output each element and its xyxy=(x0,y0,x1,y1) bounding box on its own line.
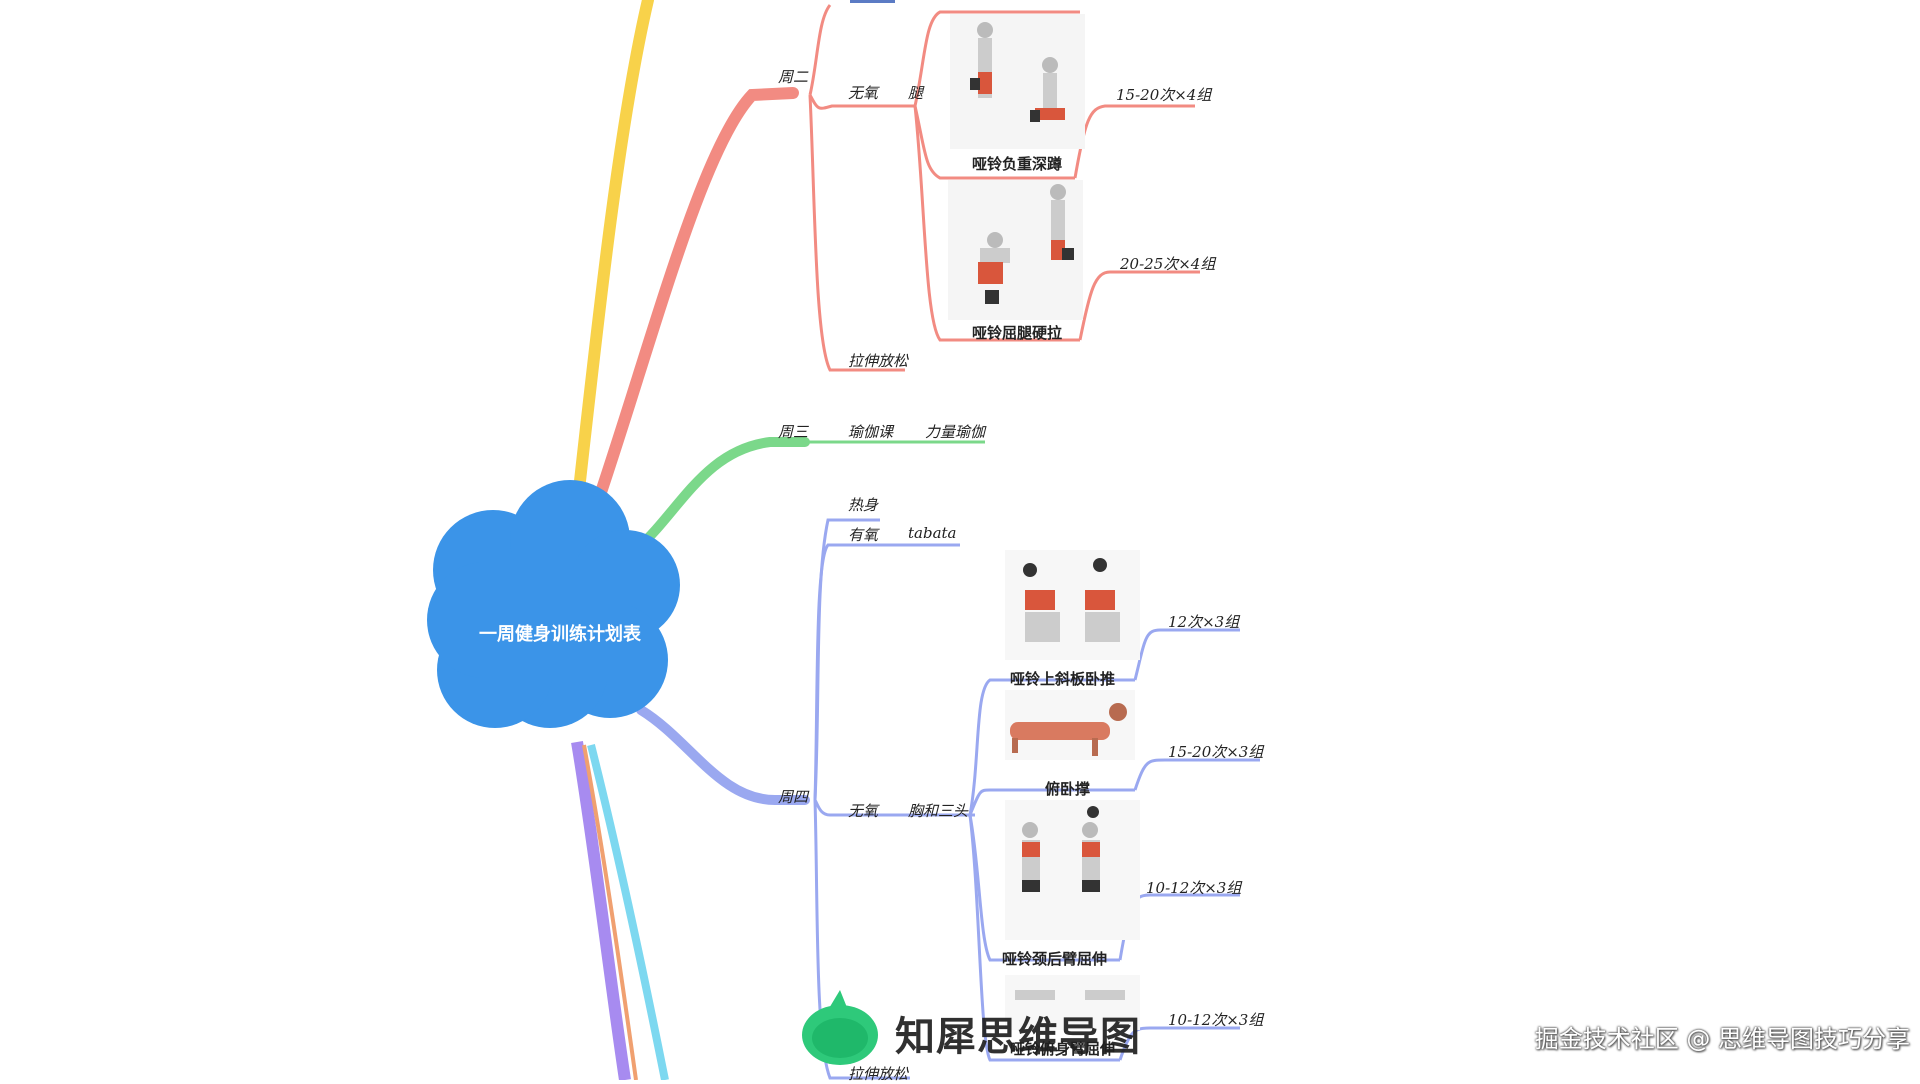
thu-ex4-reps[interactable]: 10-12次×3组 xyxy=(1168,1011,1264,1029)
thu-ex1-reps[interactable]: 12次×3组 xyxy=(1168,613,1240,631)
branch-thu[interactable] xyxy=(636,705,810,805)
branch-orange xyxy=(582,744,638,1080)
pushup-illustration xyxy=(1005,690,1135,760)
branch-yellow xyxy=(571,0,654,514)
branch-purple xyxy=(571,741,631,1080)
center-cloud[interactable] xyxy=(427,480,680,728)
branch-cyan xyxy=(587,744,669,1080)
thu-ex2-reps[interactable]: 15-20次×3组 xyxy=(1168,743,1264,761)
day-thursday[interactable]: 周四 xyxy=(778,788,809,806)
rhino-logo-icon xyxy=(802,990,878,1065)
watermark-brand: 知犀思维导图 xyxy=(895,1014,1141,1060)
squat-illustration xyxy=(950,14,1085,149)
thu-ex3-name[interactable]: 哑铃颈后臂屈伸 xyxy=(1002,950,1108,968)
day-wednesday[interactable]: 周三 xyxy=(778,423,809,441)
tue-ex1-name[interactable]: 哑铃负重深蹲 xyxy=(972,155,1063,173)
kickback-illustration xyxy=(1005,975,1140,1030)
thu-part[interactable]: 胸和三头 xyxy=(908,802,969,820)
thu-ex3-reps[interactable]: 10-12次×3组 xyxy=(1146,879,1242,897)
thu-ex2-name[interactable]: 俯卧撑 xyxy=(1045,780,1091,798)
incline-press-illustration xyxy=(1005,550,1140,660)
thu-ex1-name[interactable]: 哑铃上斜板卧推 xyxy=(1010,670,1116,688)
wed-class[interactable]: 瑜伽课 xyxy=(848,423,894,441)
tue-ex2-reps[interactable]: 20-25次×4组 xyxy=(1120,255,1216,273)
tue-stretch[interactable]: 拉伸放松 xyxy=(848,352,909,370)
tue-ex2-name[interactable]: 哑铃屈腿硬拉 xyxy=(972,324,1063,342)
tue-part[interactable]: 腿 xyxy=(908,84,924,102)
tue-anaerobic[interactable]: 无氧 xyxy=(848,84,879,102)
overhead-extension-illustration xyxy=(1005,800,1140,940)
day-tuesday[interactable]: 周二 xyxy=(778,68,809,86)
thu-anaerobic[interactable]: 无氧 xyxy=(848,802,879,820)
tue-ex1-reps[interactable]: 15-20次×4组 xyxy=(1116,86,1212,104)
thu-stretch[interactable]: 拉伸放松 xyxy=(848,1065,909,1083)
branch-tue[interactable] xyxy=(587,87,799,522)
deadlift-illustration xyxy=(948,180,1083,320)
wed-type[interactable]: 力量瑜伽 xyxy=(925,423,986,441)
thu-ex4-name[interactable]: 哑铃俯身臂屈伸 xyxy=(1010,1040,1116,1058)
watermark-corner: 掘金技术社区 @ 思维导图技巧分享 xyxy=(1534,1025,1910,1053)
thu-aerobic-type[interactable]: tabata xyxy=(908,524,957,542)
thu-aerobic[interactable]: 有氧 xyxy=(848,526,879,544)
branch-wed[interactable] xyxy=(633,437,810,553)
thu-warmup[interactable]: 热身 xyxy=(848,496,879,514)
center-title[interactable]: 一周健身训练计划表 xyxy=(479,624,641,645)
